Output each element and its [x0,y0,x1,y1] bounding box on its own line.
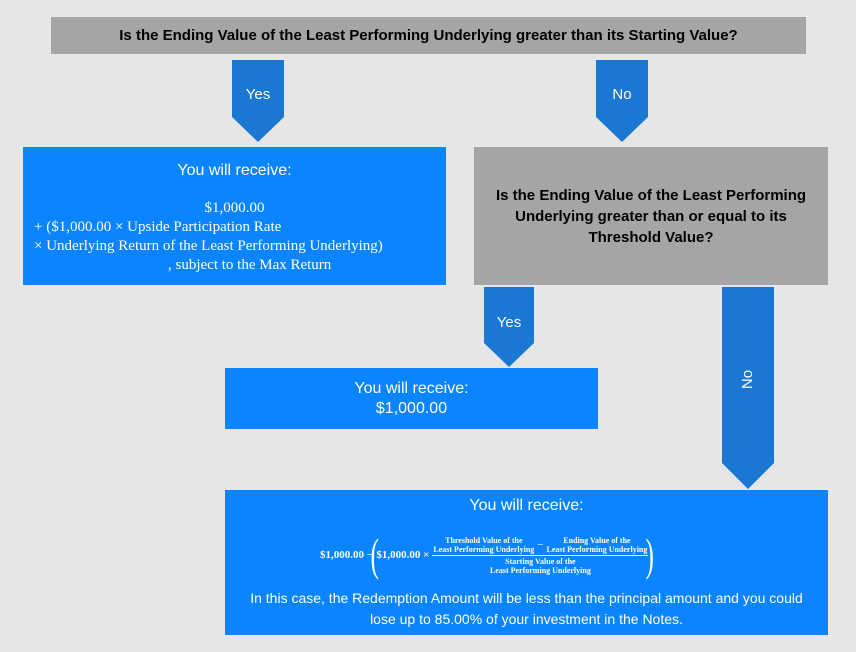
bottom-outcome-note: In this case, the Redemption Amount will… [250,590,803,627]
numerator-minus: − [537,538,544,551]
yes-arrow-top [232,60,284,142]
formula-open-paren: ( [370,529,379,580]
bottom-outcome-heading: You will receive: [469,497,584,514]
top-question-box: Is the Ending Value of the Least Perform… [51,17,806,54]
yes-label-top: Yes [245,86,271,103]
yes-label-mid: Yes [496,314,522,331]
yes-outcome-heading: You will receive: [177,162,292,179]
yes-formula-line: + ($1,000.00 × Upside Participation Rate [34,219,282,235]
top-question-text: Is the Ending Value of the Least Perform… [119,27,738,44]
mid-outcome-heading: You will receive: [354,379,469,397]
second-question-box: Is the Ending Value of the Least Perform… [474,147,828,285]
formula-close-paren: ) [645,529,655,580]
formula-lead: $1,000.00 − [320,549,374,561]
formula-fraction: Threshold Value of the Least Performing … [432,535,649,575]
mid-outcome-amount: $1,000.00 [375,399,448,417]
no-arrow-top [596,60,648,142]
yes-arrow-mid [484,287,534,367]
no-label-top: No [612,86,632,103]
bottom-outcome-box: You will receive: $1,000.00 − ( $1,000.0… [225,490,828,635]
second-question-text: Is the Ending Value of the Least Perform… [495,186,807,246]
yes-outcome-formula: $1,000.00 + ($1,000.00 × Upside Particip… [23,199,446,275]
formula-numerator: Threshold Value of the Least Performing … [432,535,649,556]
numerator-ending: Ending Value of the Least Performing Und… [546,535,648,554]
no-label-mid: No [739,369,757,390]
mid-outcome-box: You will receive: $1,000.00 [225,368,598,429]
formula-term: $1,000.00 × [376,549,430,561]
yes-formula-line: × Underlying Return of the Least Perform… [34,238,383,254]
no-arrow-mid [722,287,774,489]
formula-denominator: Starting Value of the Least Performing U… [489,556,591,575]
yes-formula-line: , subject to the Max Return [168,257,332,273]
yes-formula-line: $1,000.00 [204,200,265,216]
yes-outcome-box: You will receive: $1,000.00 + ($1,000.00… [23,147,446,285]
numerator-threshold: Threshold Value of the Least Performing … [433,535,535,554]
redemption-formula: $1,000.00 − ( $1,000.00 × Threshold Valu… [320,529,655,580]
